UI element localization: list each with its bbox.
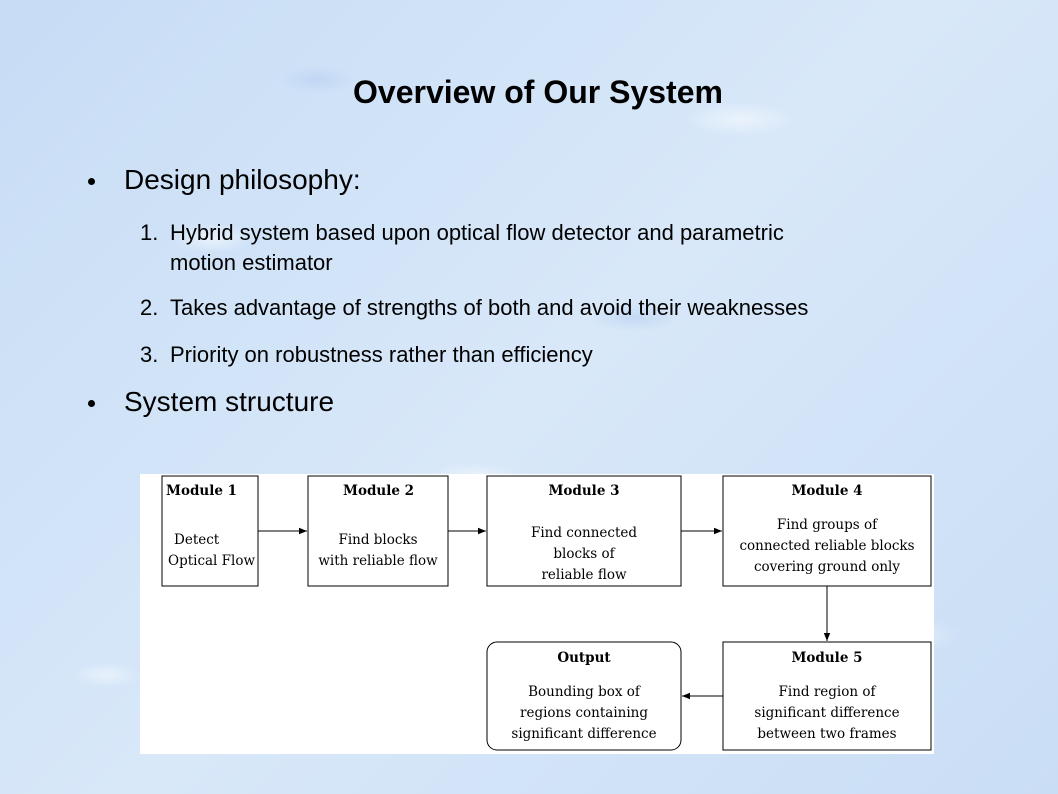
item-number: 1. xyxy=(140,220,159,245)
output-line-1: Bounding box of xyxy=(528,684,641,700)
module-4-heading: Module 4 xyxy=(791,483,862,499)
module-5-box: Module 5 Find region of significant diff… xyxy=(722,641,932,751)
bullet-text: System structure xyxy=(124,386,335,417)
module-5-line-2: significant difference xyxy=(754,705,899,721)
module-1-line-1: Detect xyxy=(174,532,220,548)
module-3-line-1: Find connected xyxy=(531,525,637,541)
module-4-box: Module 4 Find groups of connected reliab… xyxy=(722,475,932,587)
bullet-dot-icon xyxy=(88,178,95,185)
item-text-line-2: motion estimator xyxy=(170,250,333,275)
item-text: Priority on robustness rather than effic… xyxy=(170,342,593,367)
output-line-2: regions containing xyxy=(520,705,648,721)
module-5-line-1: Find region of xyxy=(779,684,877,700)
module-3-heading: Module 3 xyxy=(548,483,619,499)
module-4-line-3: covering ground only xyxy=(754,559,900,575)
module-2-box: Module 2 Find blocks with reliable flow xyxy=(307,475,449,587)
module-5-line-3: between two frames xyxy=(757,726,896,742)
module-3-line-2: blocks of xyxy=(553,546,615,562)
bullet-dot-icon xyxy=(88,400,95,407)
module-4-line-1: Find groups of xyxy=(777,517,878,533)
module-3-line-3: reliable flow xyxy=(541,567,626,583)
module-1-heading: Module 1 xyxy=(166,483,237,499)
slide-title: Overview of Our System xyxy=(353,74,723,110)
system-structure-diagram: Module 1 Detect Optical Flow Module 2 Fi… xyxy=(140,474,934,754)
output-line-3: significant difference xyxy=(511,726,656,742)
module-2-line-1: Find blocks xyxy=(338,532,417,548)
output-heading: Output xyxy=(557,650,611,666)
module-4-line-2: connected reliable blocks xyxy=(739,538,914,554)
module-3-box: Module 3 Find connected blocks of reliab… xyxy=(486,475,682,587)
item-number: 3. xyxy=(140,342,159,367)
module-2-heading: Module 2 xyxy=(343,483,414,499)
module-2-line-2: with reliable flow xyxy=(318,553,438,569)
item-text-line-1: Hybrid system based upon optical flow de… xyxy=(170,220,784,245)
output-box: Output Bounding box of regions containin… xyxy=(486,641,682,751)
item-text: Takes advantage of strengths of both and… xyxy=(170,295,809,320)
item-number: 2. xyxy=(140,295,159,320)
module-1-line-2: Optical Flow xyxy=(168,553,255,569)
flow-diagram-svg: Module 1 Detect Optical Flow Module 2 Fi… xyxy=(161,475,932,751)
module-5-heading: Module 5 xyxy=(791,650,862,666)
bullet-text: Design philosophy: xyxy=(124,164,361,195)
module-1-box: Module 1 Detect Optical Flow xyxy=(161,475,259,587)
